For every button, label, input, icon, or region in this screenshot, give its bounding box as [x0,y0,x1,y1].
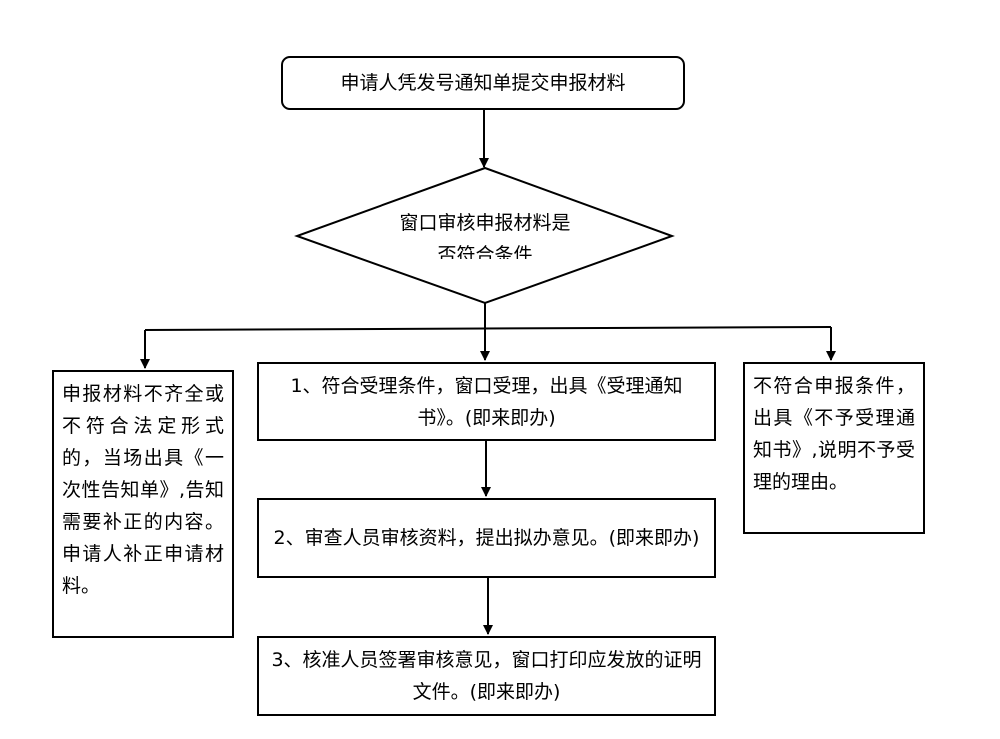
step2-box: 2、审查人员审核资料，提出拟办意见。(即来即办) [257,498,716,578]
step1-box: 1、符合受理条件，窗口受理，出具《受理通知书》。(即来即办) [257,362,716,441]
start-text: 申请人凭发号通知单提交申报材料 [340,72,626,94]
step2-text: 2、审查人员审核资料，提出拟办意见。(即来即办) [273,527,700,549]
decision-text: 窗口审核申报材料是否符合条件 [399,212,571,259]
step1-text: 1、符合受理条件，窗口受理，出具《受理通知书》。(即来即办) [290,374,683,429]
left-outcome-box: 申报材料不齐全或不符合法定形式的，当场出具《一次性告知单》,告知需要补正的内容。… [52,370,234,638]
branch-line [144,326,832,331]
step3-text: 3、核准人员签署审核意见，窗口打印应发放的证明文件。(即来即办) [271,649,702,703]
left-outcome-text: 申报材料不齐全或不符合法定形式的，当场出具《一次性告知单》,告知需要补正的内容。… [62,383,224,597]
step3-box: 3、核准人员签署审核意见，窗口打印应发放的证明文件。(即来即办) [257,636,716,716]
start-box: 申请人凭发号通知单提交申报材料 [281,56,685,110]
right-outcome-text: 不符合申报条件，出具《不予受理通知书》,说明不予受理的理由。 [753,375,915,493]
right-outcome-box: 不符合申报条件，出具《不予受理通知书》,说明不予受理的理由。 [743,362,925,534]
